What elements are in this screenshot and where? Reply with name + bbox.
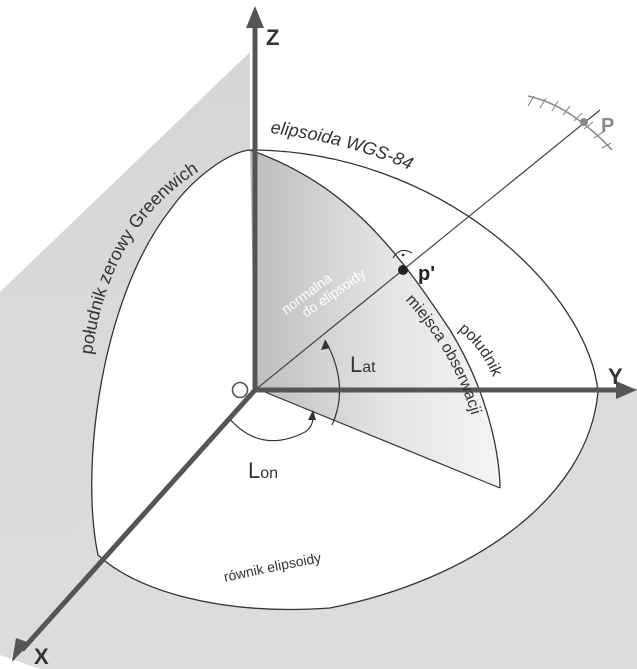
longitude-symbol-main: L xyxy=(248,458,260,483)
ellipsoid-normal-line xyxy=(254,109,601,391)
origin-circle xyxy=(231,381,249,399)
x-axis-line xyxy=(20,388,257,652)
observed-surface-hatching xyxy=(527,95,612,149)
y-axis-arrow-icon xyxy=(616,381,637,399)
right-angle-dot xyxy=(401,253,405,257)
local-meridian-curve xyxy=(249,149,501,489)
observed-point-marker xyxy=(580,118,588,126)
longitude-arc xyxy=(227,413,314,442)
latitude-symbol: Lat xyxy=(350,352,376,377)
ellipsoid-outline xyxy=(91,149,599,611)
surface-point-marker xyxy=(398,265,408,275)
latitude-symbol-main: L xyxy=(350,352,362,377)
z-axis-arrow-icon xyxy=(246,6,264,28)
x-axis-arrow-icon xyxy=(12,638,30,662)
local-meridian-wedge xyxy=(250,150,500,488)
surface-point-label: p' xyxy=(418,263,435,285)
observed-surface xyxy=(527,95,613,151)
observed-point-label: P xyxy=(601,115,614,137)
right-angle-marker xyxy=(392,249,413,259)
longitude-symbol-sub: on xyxy=(260,465,278,482)
wedge-base-line xyxy=(254,387,501,489)
x-axis-label: X xyxy=(34,644,49,669)
longitude-symbol: Lon xyxy=(248,458,278,483)
latitude-arrow-icon xyxy=(321,340,330,350)
longitude-arrow-icon xyxy=(308,410,316,420)
latitude-symbol-sub: at xyxy=(362,359,376,376)
z-axis-label: Z xyxy=(266,25,279,50)
y-axis-label: Y xyxy=(608,364,623,389)
latitude-arc xyxy=(324,339,341,426)
